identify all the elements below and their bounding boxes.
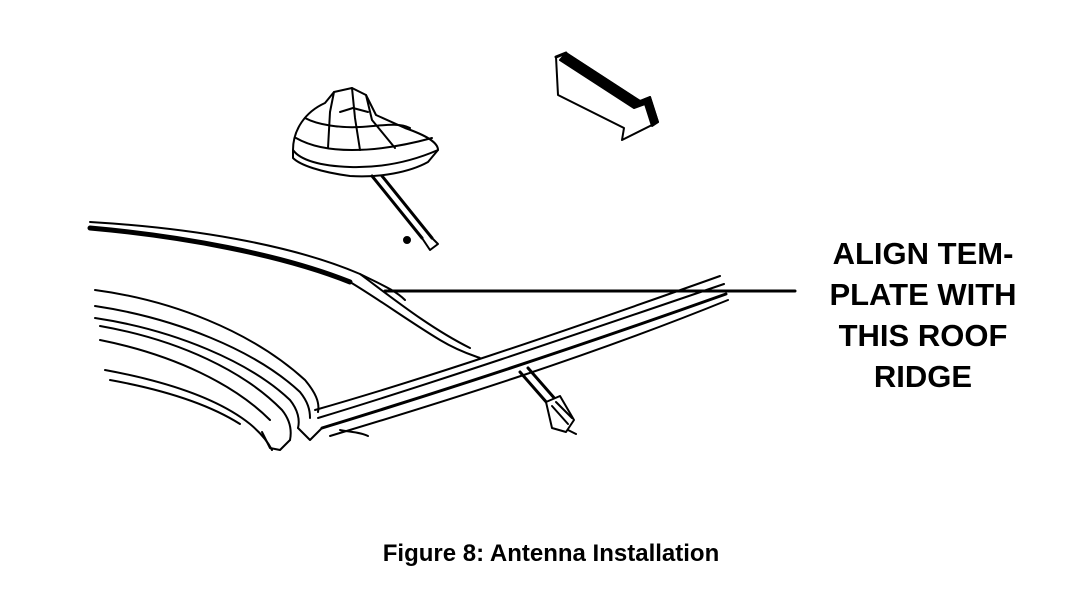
callout-line-1: ALIGN TEM-	[832, 236, 1014, 271]
direction-arrow-icon	[554, 51, 659, 141]
antenna-base-icon	[292, 87, 439, 251]
callout-line-4: RIDGE	[873, 359, 973, 394]
callout-line-3: THIS ROOF	[838, 318, 1008, 353]
cable-connector-icon	[545, 395, 577, 435]
callout-line-2: PLATE WITH	[829, 277, 1017, 312]
roof-panel-outline	[87, 221, 729, 451]
alignment-callout: ALIGN TEM- PLATE WITH THIS ROOF RIDGE	[798, 233, 1048, 397]
figure-caption: Figure 8: Antenna Installation	[382, 540, 720, 567]
